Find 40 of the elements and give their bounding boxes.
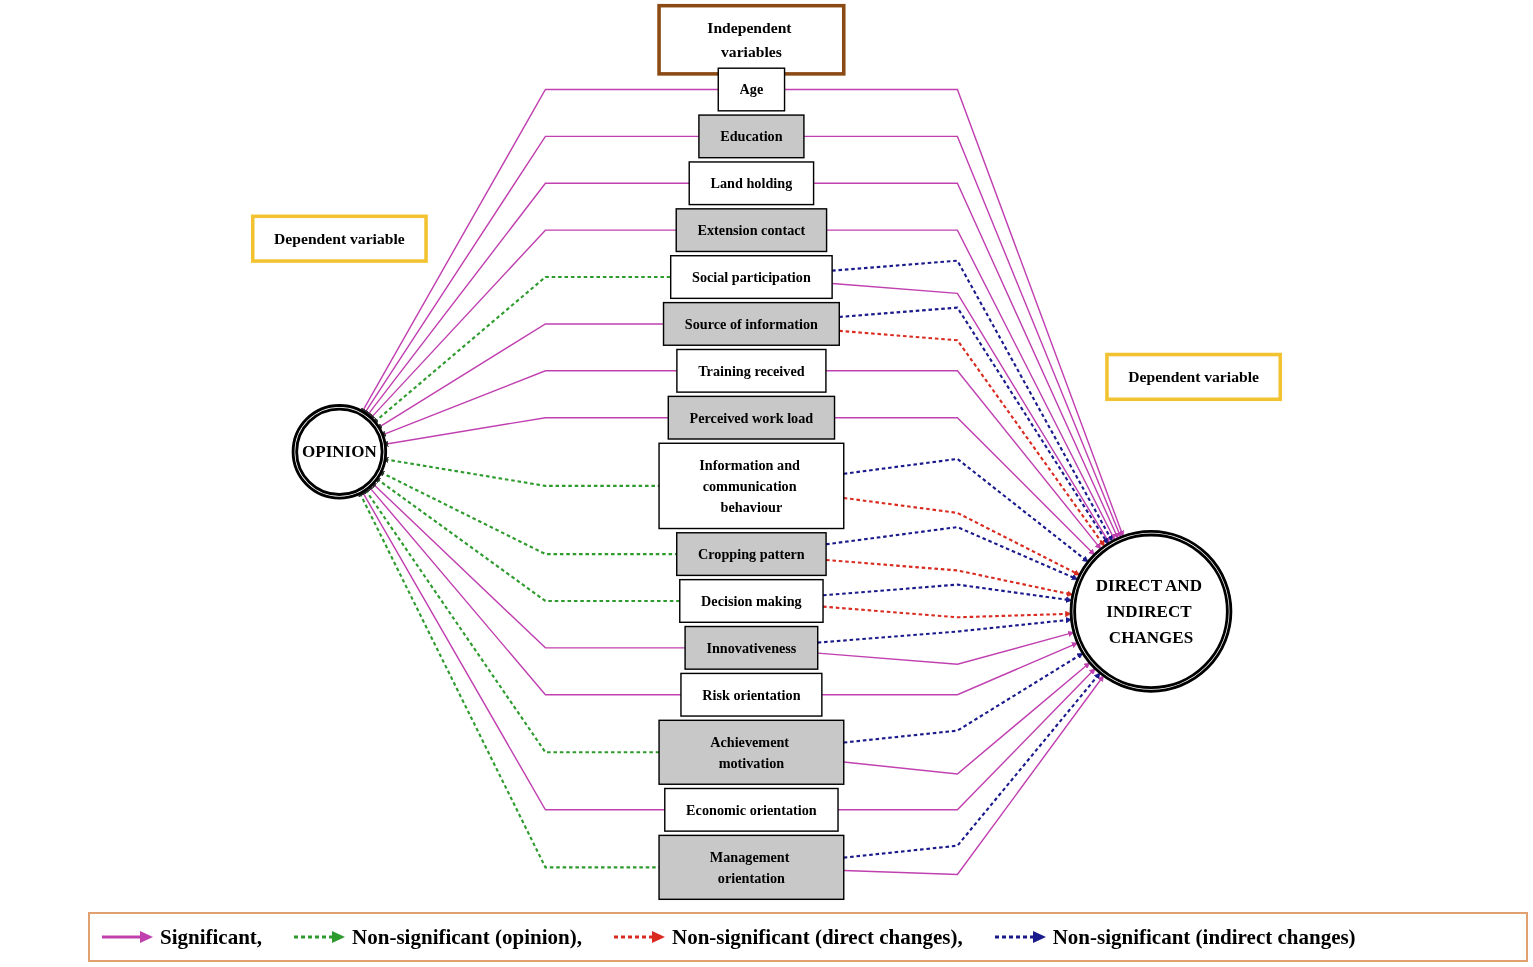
arrow — [817, 617, 1072, 644]
arrow — [817, 630, 1075, 665]
node-box — [680, 672, 823, 717]
node-box — [664, 787, 839, 832]
node-box — [676, 532, 827, 577]
node-box — [684, 625, 819, 670]
node-box — [657, 3, 846, 76]
arrow — [374, 477, 680, 603]
node-box — [679, 578, 824, 623]
node-box — [1105, 352, 1283, 402]
legend-text: Non-significant (direct changes), — [672, 924, 963, 950]
node-box — [698, 114, 805, 159]
node-box — [667, 395, 836, 440]
legend-text: Non-significant (opinion), — [352, 924, 582, 950]
arrow — [821, 642, 1078, 696]
arrow — [365, 182, 690, 418]
node-box — [670, 255, 833, 300]
arrow — [370, 481, 686, 649]
node-box — [658, 719, 845, 785]
legend-text: Significant, — [160, 924, 263, 950]
arrow — [843, 496, 1081, 576]
arrow — [825, 370, 1102, 550]
arrow — [843, 652, 1084, 744]
arrow — [843, 662, 1091, 775]
arrow — [826, 558, 1074, 597]
arrow — [360, 88, 719, 415]
diagram-drawing: Independent variables Dependent variable Dependent variable OPINION DIRECT AND INDIRECT CHANGES Age Education Land holding Extension contact Social participation Source of information Training received Perceived work load Information and communication behaviour Cropping pattern Decision making Innovativeness Risk orientation Achievement motivation Economic orientation Management orientation — [0, 0, 1533, 905]
node-box — [676, 348, 827, 393]
arrow — [803, 135, 1122, 538]
arrow — [372, 275, 671, 424]
node-box — [662, 301, 840, 346]
node-box — [250, 214, 428, 263]
node-box — [658, 442, 845, 530]
node-box — [717, 67, 786, 112]
legend-text: Non-significant (indirect changes) — [1052, 924, 1356, 950]
node-box — [658, 834, 845, 901]
node-box — [688, 161, 815, 206]
node-box — [675, 208, 828, 253]
arrow — [843, 457, 1089, 563]
arrow — [368, 229, 677, 421]
